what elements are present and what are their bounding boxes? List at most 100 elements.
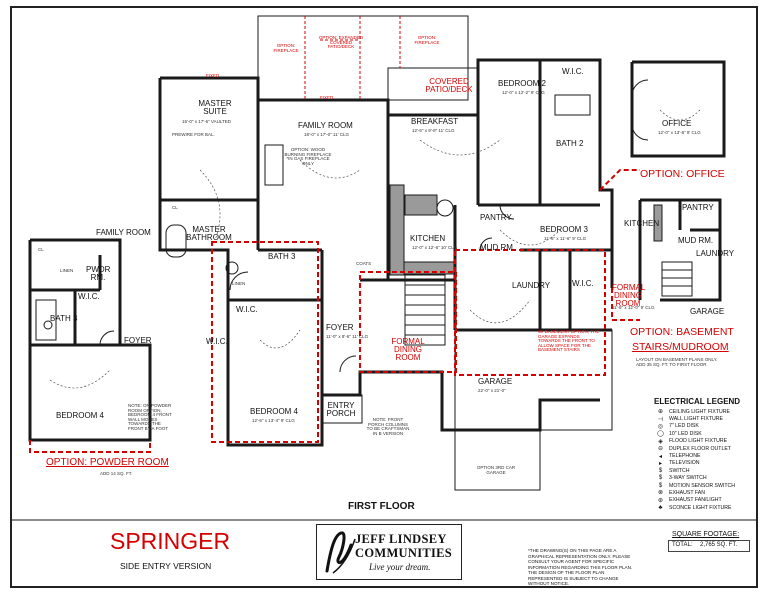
option-powder-title: OPTION: POWDER ROOM [46,457,169,468]
expanded-patio-note: OPTION: EXPANDED COVERED PATIO/DECK [318,35,364,49]
legend-label: FLOOD LIGHT FIXTURE [669,438,728,445]
legend-symbol-icon: ⊣ [657,416,664,423]
wic-bedroom3-label: W.I.C. [572,279,594,288]
prewire-note: PREWIRE FOR BAL. [172,132,215,137]
powder-family-room-label: FAMILY ROOM [96,228,151,237]
first-floor-label: FIRST FLOOR [348,501,415,512]
legend-label: 7" LED DISK [669,423,699,430]
legend-title: ELECTRICAL LEGEND [654,397,741,406]
total-box [668,540,750,552]
sqft-label: SQUARE FOOTAGE: [672,531,740,538]
legend-symbol-icon: ▸ [658,460,662,467]
legend-symbol-icon: ⊗ [657,490,664,497]
basement-garage-note: W/ BASEMENT OPTION, THE GARAGE EXPANDS T… [538,329,600,352]
entry-porch-label: ENTRY PORCH [326,401,356,418]
legend-symbol-icon: $ [658,467,663,474]
option-basement-title-2: STAIRS/MUDROOM [632,341,729,353]
bedroom3-dims: 11'-6" x 11'-6" 9' CLG [544,236,587,241]
legend-label: WALL LIGHT FIXTURE [669,416,723,423]
pantry-label: PANTRY [480,213,512,222]
fireplace-option-note: OPTION: FIREPLACE [273,43,299,53]
powder-bath3-label: BATH 3 [50,314,78,323]
legend-row: ⊖ DUPLEX FLOOR OUTLET [656,445,756,453]
powder-wic-label: W.I.C. [78,292,100,301]
foyer-dims: 11'-0" x 8'-6" 11' CLG [326,334,369,339]
master-suite-label: MASTER SUITE [198,99,232,116]
bedroom3-label: BEDROOM 3 [540,225,589,234]
fixed-note-1: FIXED [206,73,220,78]
basement-laundry-label: LAUNDRY [696,249,735,258]
bedroom2-label: BEDROOM 2 [498,79,547,88]
office-dims: 12'-0" x 13'-6" 9' CLG [658,130,701,135]
legend-label: DUPLEX FLOOR OUTLET [669,445,731,452]
legend-symbol-icon: ◂ [658,453,662,460]
electrical-legend: ⊕CEILING LIGHT FIXTURE⊣ WALL LIGHT FIXTUR… [656,408,756,511]
legend-label: SCONCE LIGHT FIXTURE [669,504,732,511]
basement-note: LAYOUT ON BASEMENT PLANS ONLY. ADD 35 SQ… [636,357,718,367]
legend-row: ◯10" LED DISK [656,430,756,438]
legend-row: ⊕CEILING LIGHT FIXTURE [656,408,756,416]
office-room-label: OFFICE [662,119,692,128]
legend-row: $3-WAY SWITCH [656,475,756,482]
kitchen-dims: 12'-0" x 12'-6" 10' CLG [412,245,458,250]
total-label: TOTAL: [672,542,693,548]
brand-logo: JEFF LINDSEY COMMUNITIES Live your dream… [316,524,462,580]
option-basement-title-1: OPTION: BASEMENT [630,326,734,338]
powder-note: ADD 14 SQ. FT. [100,471,133,476]
legend-symbol-icon: ⊛ [657,497,664,504]
master-bathroom-label: MASTER BATHROOM [186,225,232,242]
powder-foyer-label: FOYER [124,336,152,345]
bedroom2-dims: 12'-0" x 12'-2" 9' CLG [502,90,545,95]
legend-label: EXHAUST FAN/LIGHT [669,497,722,504]
front-porch-note: NOTE: FRONT PORCH COLUMNS TO BE CRAFTSMA… [366,417,410,436]
powder-room-note: NOTE: ON POWDER ROOM OPTION, BEDROOM 4 F… [128,403,172,431]
wic-bedroom4-label: W.I.C. [236,305,258,314]
legend-label: 3-WAY SWITCH [669,475,707,482]
linen-label: LINEN [232,281,246,286]
cl-label: CL [172,205,178,210]
fixed-note-2: FIXED [320,95,334,100]
wic-bedroom2-label: W.I.C. [562,67,584,76]
version-label: SIDE ENTRY VERSION [120,561,212,571]
wic-master-label: W.I.C. [206,337,228,346]
breakfast-dims: 12'-6" x 9'-8" 11' CLG [412,128,455,133]
bedroom4-label: BEDROOM 4 [250,407,299,416]
basement-kitchen-label: KITCHEN [624,219,660,228]
legend-row: ◈FLOOD LIGHT FIXTURE [656,438,756,445]
legend-row: ◂TELEPHONE [656,452,756,460]
kitchen-label: KITCHEN [410,234,446,243]
disclaimer-text: *THE DRAWING(S) ON THIS PAGE ARE A GRAPH… [528,548,633,586]
legend-row: ◎7" LED DISK [656,423,756,430]
brand-line-1: JEFF LINDSEY [355,532,447,546]
master-suite-dims: 15'-0" x 17'-6" VAULTED [182,119,232,124]
legend-label: CEILING LIGHT FIXTURE [669,408,731,415]
legend-row: $ MOTION SENSOR SWITCH [656,482,756,489]
covered-patio-label: COVERED PATIO/DECK [425,77,473,94]
option-office-title: OPTION: OFFICE [640,168,725,180]
basement-pantry-label: PANTRY [682,203,714,212]
legend-row: ♣SCONCE LIGHT FIXTURE [656,504,756,511]
family-room-dims: 18'-0" x 17'-0" 11' CLG [304,132,349,137]
legend-row: ⊛ EXHAUST FAN/LIGHT [656,497,756,504]
basement-garage-label: GARAGE [690,307,725,316]
model-name: SPRINGER [110,528,231,554]
legend-label: MOTION SENSOR SWITCH [669,482,735,489]
foyer-label: FOYER [326,323,354,332]
dining-dims: 11'-6" x 12'-0" 9' CLG [612,305,655,310]
garage-label: GARAGE [478,377,513,386]
third-car-note: OPTION 3RD CAR GARAGE [476,465,516,475]
brand-line-2: COMMUNITIES [355,546,453,560]
family-room-label: FAMILY ROOM [298,121,353,130]
total-value: 2,765 SQ. FT. [700,542,738,548]
legend-row: ▸TELEVISION [656,460,756,467]
formal-dining-alt-label: FORMAL DINING ROOM [612,283,646,308]
garage-dims: 22'-0" x 21'-0" [478,388,506,393]
legend-row: ⊗EXHAUST FAN [656,489,756,497]
legend-symbol-icon: ⊖ [657,446,664,453]
legend-symbol-icon: $ [658,482,663,489]
bedroom4-dims: 12'-6" x 13'-4" 9' CLG [252,418,295,423]
mud-rm-label: MUD RM. [480,243,516,252]
coats-label: COATS [356,261,372,266]
basement-mud-label: MUD RM. [678,236,714,245]
